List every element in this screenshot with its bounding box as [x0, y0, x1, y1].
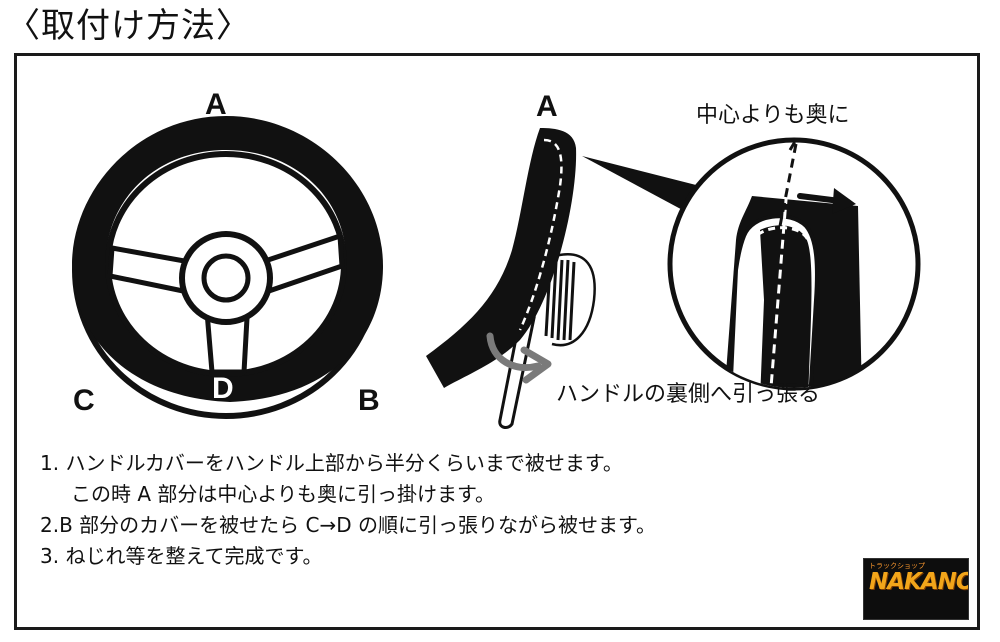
cover-seam — [518, 138, 563, 331]
zoom-detail-illustration — [667, 137, 921, 391]
callout-pull-back-text: ハンドルの裏側へ引っ張る — [556, 382, 821, 407]
grip-outline — [547, 253, 596, 347]
pull-arrow-head-icon — [520, 346, 552, 384]
steering-wheel-illustration — [72, 116, 384, 419]
instruction-panel — [14, 53, 980, 630]
nakano-logo: トラックショップ NAKANO — [863, 558, 969, 620]
label-d: D — [212, 372, 234, 405]
callout-pointer — [582, 156, 700, 214]
rim-post — [498, 316, 536, 429]
zoom-seam-curve — [748, 226, 810, 245]
zoom-cover-front — [760, 225, 812, 388]
grip-ring — [544, 259, 576, 341]
zoom-seam — [768, 149, 792, 388]
step-1-text: 1. ハンドルカバーをハンドル上部から半分くらいまで被せます。 — [40, 451, 623, 475]
callout-center-text: 中心よりも奥に — [696, 103, 850, 128]
logo-brand: NAKANO — [869, 569, 969, 595]
label-c: C — [73, 384, 95, 417]
wheel-hub-center — [201, 253, 251, 303]
label-b: B — [358, 384, 380, 417]
direction-arrow-head-icon — [832, 188, 856, 214]
page-title: 〈取付け方法〉 — [6, 6, 251, 46]
step-1-note-text: この時 A 部分は中心よりも奥に引っ掛けます。 — [71, 482, 495, 506]
side-cover — [426, 128, 577, 388]
logo-tagline: トラックショップ — [869, 562, 925, 570]
zoom-seam-outer — [788, 140, 798, 151]
side-section-illustration — [426, 128, 700, 429]
instruction-steps: 1. ハンドルカバーをハンドル上部から半分くらいまで被せます。 この時 A 部分… — [40, 448, 860, 572]
pull-arrow-icon — [486, 332, 542, 371]
label-a-wheel: A — [205, 88, 227, 121]
step-2-text: 2.B 部分のカバーを被せたら C→D の順に引っ張りながら被せます。 — [40, 513, 656, 537]
label-a-side: A — [536, 90, 558, 123]
step-3-text: 3. ねじれ等を整えて完成です。 — [40, 544, 323, 568]
